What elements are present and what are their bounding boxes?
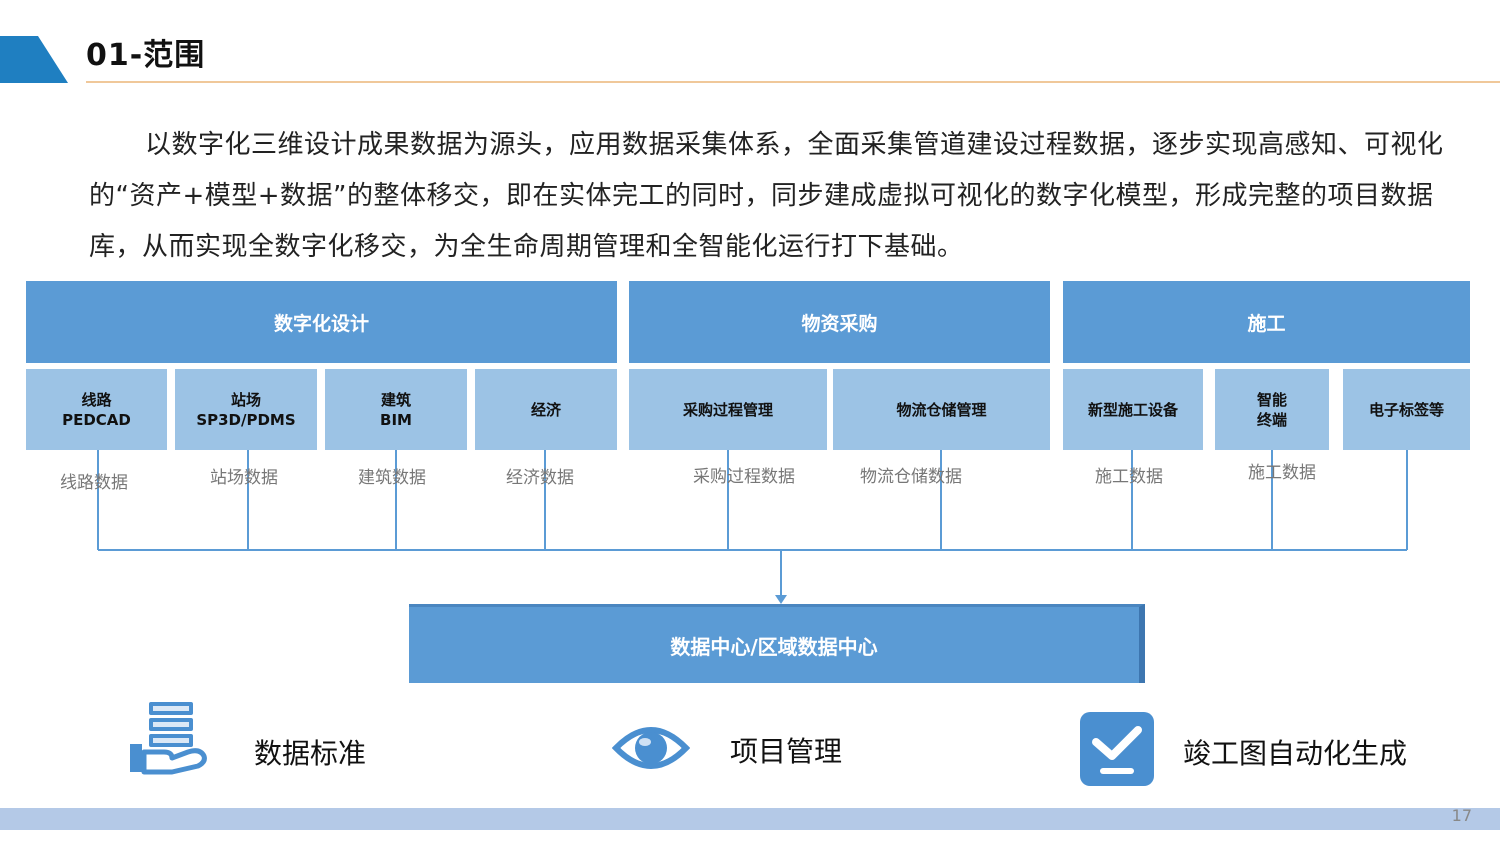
data-center-box: 数据中心/区域数据中心 [409, 604, 1145, 683]
data-label-building: 建筑数据 [358, 468, 426, 488]
subitem-station-line1: 站场 [230, 390, 261, 409]
feature-as-built-drawing: 竣工图自动化生成 [1183, 737, 1408, 770]
data-label-construction-1: 施工数据 [1095, 467, 1163, 487]
subitem-rfid-tags: 电子标签等 [1343, 369, 1470, 450]
subitem-route-line1: 线路 [81, 390, 112, 409]
data-label-station: 站场数据 [210, 468, 278, 488]
checkbox-icon [1080, 712, 1154, 786]
footer-bar [0, 808, 1500, 830]
subitem-building-line2: BIM [380, 410, 412, 429]
data-label-procurement: 采购过程数据 [693, 467, 795, 487]
data-label-economy: 经济数据 [506, 468, 574, 488]
title-divider [86, 81, 1500, 83]
data-label-logistics: 物流仓储数据 [860, 467, 962, 487]
subitem-new-equipment-label: 新型施工设备 [1087, 400, 1178, 419]
subitem-procurement-process-label: 采购过程管理 [682, 400, 773, 419]
category-procurement: 物资采购 [629, 281, 1050, 363]
subitem-new-equipment: 新型施工设备 [1063, 369, 1203, 450]
subitem-smart-terminal-line2: 终端 [1256, 410, 1287, 429]
category-digital-design: 数字化设计 [26, 281, 617, 363]
corner-accent [0, 36, 68, 83]
subitem-rfid-tags-label: 电子标签等 [1368, 400, 1444, 419]
subitem-route-line2: PEDCAD [62, 410, 131, 429]
subitem-station: 站场 SP3D/PDMS [175, 369, 317, 450]
page-title: 01-范围 [86, 38, 206, 73]
data-label-construction-2: 施工数据 [1248, 463, 1316, 483]
eye-icon [612, 727, 690, 769]
subitem-procurement-process: 采购过程管理 [629, 369, 827, 450]
subitem-building: 建筑 BIM [325, 369, 467, 450]
subitem-smart-terminal: 智能 终端 [1215, 369, 1329, 450]
page-number: 17 [1451, 806, 1472, 825]
subitem-economy-line1: 经济 [530, 400, 561, 419]
feature-project-management: 项目管理 [730, 735, 843, 768]
database-hand-icon [130, 702, 207, 775]
intro-paragraph: 以数字化三维设计成果数据为源头，应用数据采集体系，全面采集管道建设过程数据，逐步… [89, 130, 1444, 262]
subitem-economy: 经济 [475, 369, 617, 450]
subitem-logistics: 物流仓储管理 [833, 369, 1050, 450]
subitem-route: 线路 PEDCAD [26, 369, 167, 450]
subitem-station-line2: SP3D/PDMS [196, 410, 296, 429]
subitem-building-line1: 建筑 [380, 390, 411, 409]
category-construction: 施工 [1063, 281, 1470, 363]
feature-data-standard: 数据标准 [254, 737, 367, 770]
subitem-logistics-label: 物流仓储管理 [896, 400, 987, 419]
subitem-smart-terminal-line1: 智能 [1256, 390, 1287, 409]
data-label-route: 线路数据 [60, 473, 128, 493]
